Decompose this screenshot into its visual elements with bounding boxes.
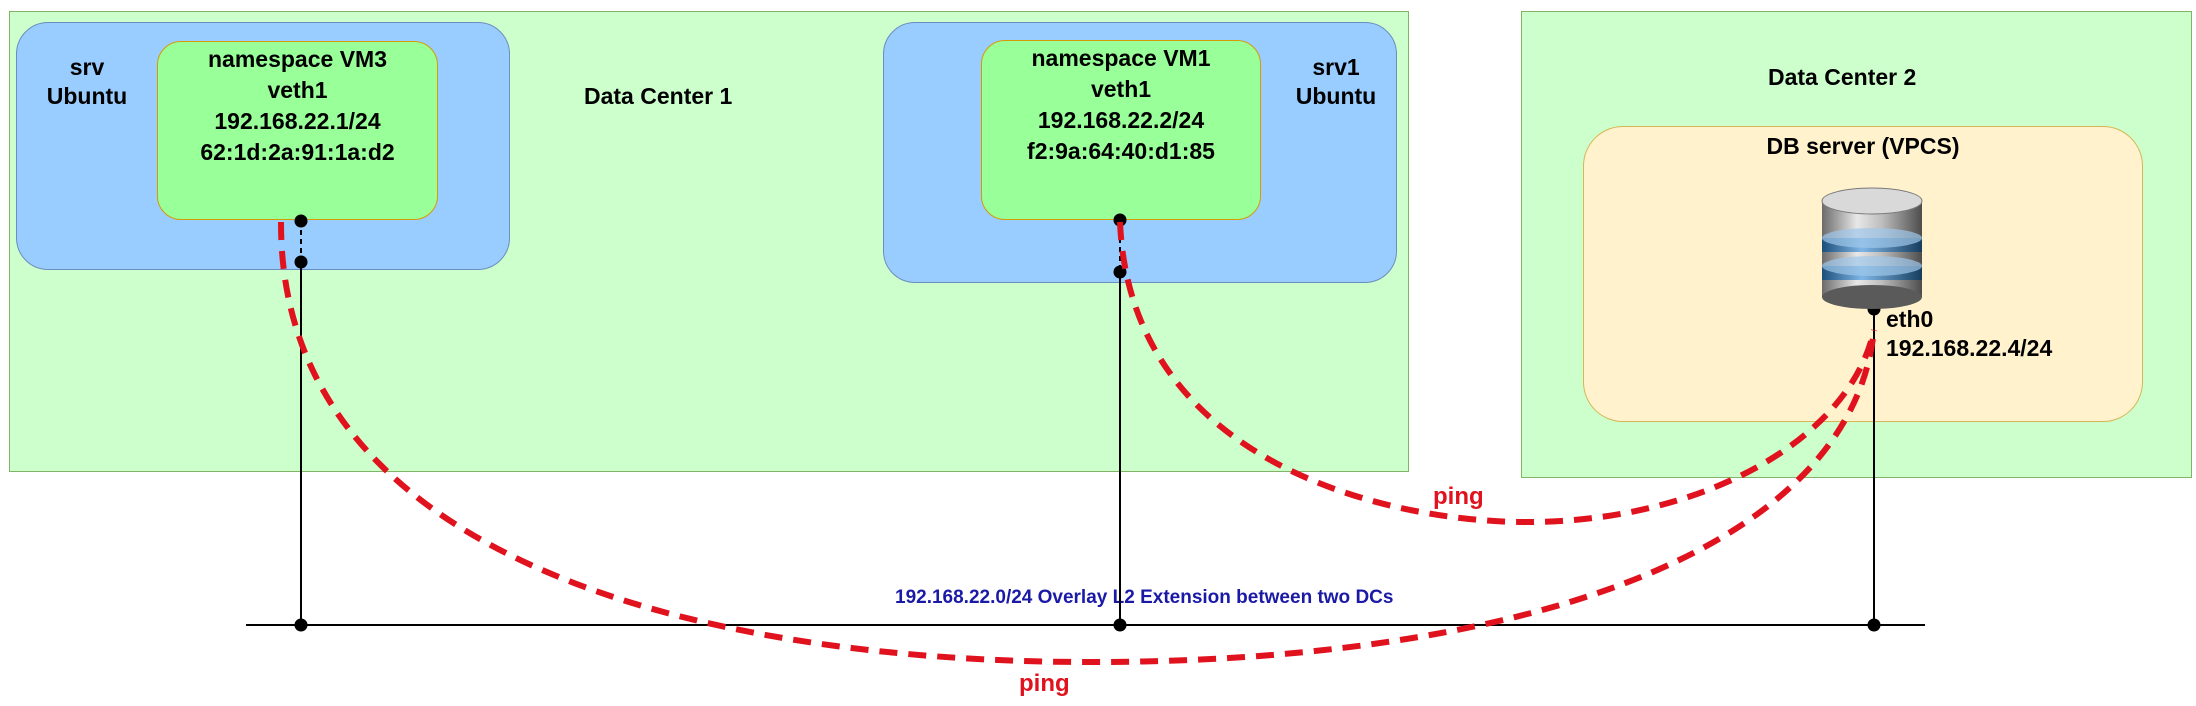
server-srv-os: Ubuntu <box>46 83 128 109</box>
data-center-2-title: Data Center 2 <box>1768 64 1917 90</box>
bus-point-vm3 <box>294 618 308 632</box>
database-icon <box>1821 187 1923 309</box>
vm3-veth-point <box>294 214 308 228</box>
namespace-vm3-title: namespace VM3 <box>208 46 387 72</box>
server-srv1-os: Ubuntu <box>1295 83 1377 109</box>
ping-path-vm1-db <box>1117 221 1877 526</box>
namespace-vm3-iface: veth1 <box>267 77 328 103</box>
server-srv-name: srv <box>69 54 105 80</box>
namespace-vm3: namespace VM3 veth1 192.168.22.1/24 62:1… <box>157 41 438 220</box>
bus-point-db <box>1867 618 1881 632</box>
ping-label-lower: ping <box>1019 670 1070 697</box>
namespace-vm1: namespace VM1 veth1 192.168.22.2/24 f2:9… <box>981 40 1261 220</box>
namespace-vm1-iface: veth1 <box>1090 76 1152 102</box>
db-server-title: DB server (VPCS) <box>1766 133 1960 159</box>
namespace-vm1-mac: f2:9a:64:40:d1:85 <box>1027 138 1215 164</box>
data-center-1-title: Data Center 1 <box>584 83 733 109</box>
server-srv1-name: srv1 <box>1312 54 1360 80</box>
namespace-vm1-ip: 192.168.22.2/24 <box>1037 107 1205 133</box>
namespace-vm1-title: namespace VM1 <box>1031 45 1211 71</box>
namespace-vm3-mac: 62:1d:2a:91:1a:d2 <box>200 139 395 165</box>
namespace-vm3-ip: 192.168.22.1/24 <box>214 108 381 134</box>
vm1-veth-point <box>1113 213 1127 227</box>
bus-point-vm1 <box>1113 618 1127 632</box>
ping-label-upper: ping <box>1433 483 1484 510</box>
ping-path-vm3-db <box>277 221 1877 666</box>
overlay-label: 192.168.22.0/24 Overlay L2 Extension bet… <box>895 587 1394 608</box>
db-server-ip: 192.168.22.4/24 <box>1886 335 2053 361</box>
server-srv-label: srv Ubuntu <box>40 53 134 111</box>
srv-veth-point <box>294 255 308 269</box>
server-srv1-label: srv1 Ubuntu <box>1286 53 1386 111</box>
db-server-iface: eth0 <box>1886 306 1934 332</box>
